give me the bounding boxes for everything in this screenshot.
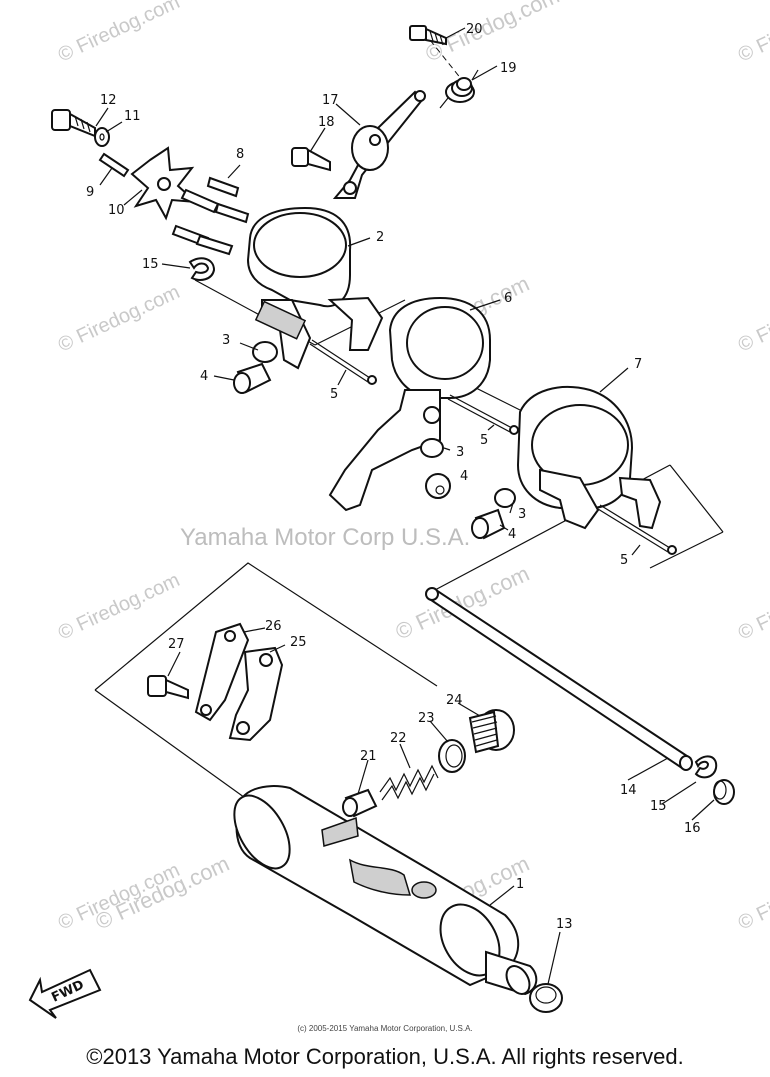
callout-3-lower: 3 xyxy=(518,507,526,522)
callout-19: 19 xyxy=(500,61,517,76)
part-8-pins xyxy=(171,176,250,256)
part-23-washer xyxy=(438,739,466,773)
callout-7: 7 xyxy=(634,357,642,372)
part-5-cotter-middle xyxy=(447,394,519,435)
watermark: © Firedog.com xyxy=(55,281,183,356)
watermark: © Firedog.com xyxy=(735,0,770,67)
part-5-cotter-upper xyxy=(309,339,377,385)
part-5-cotter-lower xyxy=(597,504,677,555)
part-13-washer xyxy=(529,983,563,1013)
callout-3-middle: 3 xyxy=(456,445,464,460)
part-22-spring xyxy=(379,764,439,801)
part-18-bolt xyxy=(291,147,331,172)
part-4-pin-upper xyxy=(233,362,272,394)
callout-1: 1 xyxy=(516,877,524,892)
part-3-roller-upper xyxy=(252,341,278,363)
small-copyright: (c) 2005-2015 Yamaha Motor Corporation, … xyxy=(297,1024,473,1033)
part-9-pin xyxy=(98,152,130,178)
part-3-roller-middle xyxy=(420,438,444,458)
callout-leaders xyxy=(95,27,715,985)
callout-13: 13 xyxy=(556,917,573,932)
part-3-roller-lower xyxy=(494,488,516,508)
callout-27: 27 xyxy=(168,637,185,652)
part-20-bolt xyxy=(409,25,447,46)
callout-22: 22 xyxy=(390,731,407,746)
callout-4-middle: 4 xyxy=(460,469,468,484)
callout-2: 2 xyxy=(376,230,384,245)
callout-8: 8 xyxy=(236,147,244,162)
callout-12: 12 xyxy=(100,93,117,108)
part-6-shift-fork xyxy=(328,296,491,512)
callout-23: 23 xyxy=(418,711,435,726)
callout-4-upper: 4 xyxy=(200,369,208,384)
part-15-circlip-lower xyxy=(694,755,718,779)
callout-15-upper: 15 xyxy=(142,257,159,272)
part-11-washer xyxy=(94,127,110,147)
watermark: © Firedog.com xyxy=(735,281,770,356)
watermark: © Firedog.com xyxy=(55,0,183,67)
callout-16: 16 xyxy=(684,821,701,836)
part-14-shaft xyxy=(425,587,693,771)
callout-10: 10 xyxy=(108,203,125,218)
callout-6: 6 xyxy=(504,291,512,306)
watermark: © Firedog.com xyxy=(392,561,534,645)
part-27-bolt xyxy=(147,675,189,700)
part-19-spring xyxy=(439,69,479,109)
callout-25: 25 xyxy=(290,635,307,650)
part-17-lever xyxy=(332,90,426,199)
part-1-shift-cam xyxy=(233,785,538,996)
callout-14: 14 xyxy=(620,783,637,798)
watermark: © Firedog.com xyxy=(735,569,770,644)
callout-26: 26 xyxy=(265,619,282,634)
callout-9: 9 xyxy=(86,185,94,200)
fwd-arrow-icon: FWD xyxy=(28,968,102,1019)
callout-3-upper: 3 xyxy=(222,333,230,348)
part-26-plate xyxy=(194,622,250,722)
part-2-shift-fork xyxy=(246,206,384,370)
watermark: © Firedog.com xyxy=(735,859,770,934)
callout-18: 18 xyxy=(318,115,335,130)
part-21-plunger xyxy=(342,788,378,818)
callout-20: 20 xyxy=(466,22,483,37)
callout-5-upper: 5 xyxy=(330,387,338,402)
callout-11: 11 xyxy=(124,109,141,124)
callout-labels: 20 19 17 18 12 11 9 10 8 15 2 3 4 5 6 7 … xyxy=(86,22,701,932)
part-16-cap xyxy=(713,779,735,805)
part-4-pin-lower xyxy=(471,508,506,540)
part-4-pin-middle xyxy=(425,473,451,499)
callout-5-lower: 5 xyxy=(620,553,628,568)
callout-17: 17 xyxy=(322,93,339,108)
yamaha-watermark: Yamaha Motor Corp U.S.A. xyxy=(180,524,470,551)
part-12-bolt xyxy=(51,109,96,138)
part-7-shift-fork xyxy=(516,386,662,530)
callout-4-lower: 4 xyxy=(508,527,516,542)
part-25-plate xyxy=(228,646,284,742)
callout-21: 21 xyxy=(360,749,377,764)
copyright-text: ©2013 Yamaha Motor Corporation, U.S.A. A… xyxy=(86,1044,684,1069)
part-24-plug xyxy=(468,709,515,754)
part-15-circlip-upper xyxy=(188,257,216,281)
part-10-cam xyxy=(130,146,199,221)
callout-5-middle: 5 xyxy=(480,433,488,448)
callout-24: 24 xyxy=(446,693,463,708)
callout-15-lower: 15 xyxy=(650,799,667,814)
